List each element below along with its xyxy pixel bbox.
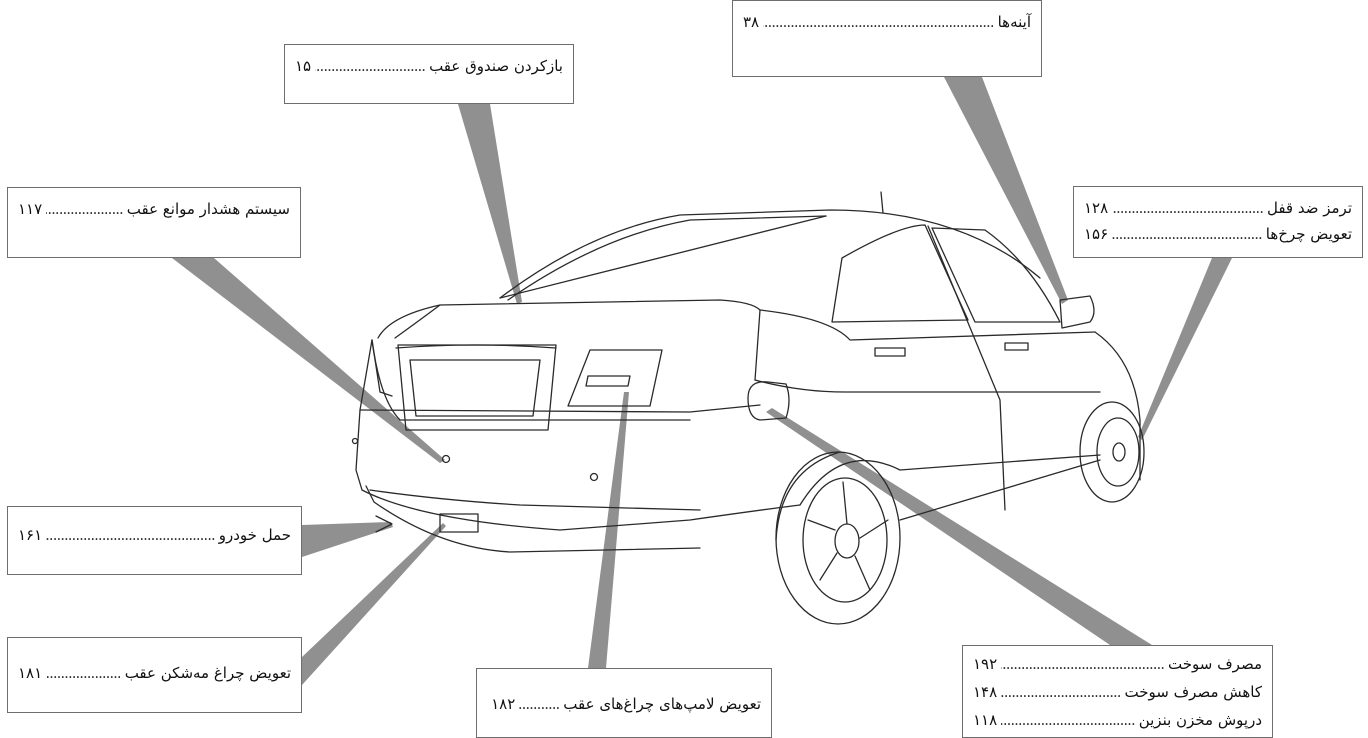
dot-leader: ........................................…: [46, 526, 215, 544]
callout-row[interactable]: تعویض چرخ‌ها ...........................…: [1084, 221, 1352, 247]
page-number: ۱۱۷: [18, 200, 43, 218]
pointer-rear-warning: [172, 258, 445, 463]
page-number: ۱۴۸: [973, 683, 998, 701]
pointer-trunk: [458, 104, 522, 304]
callout-label: تعویض چراغ مه‌شکن عقب: [124, 664, 291, 682]
pointer-towing: [302, 522, 393, 557]
callout-row[interactable]: تعویض چراغ مه‌شکن عقب ..................…: [18, 660, 291, 686]
pointer-mirrors: [944, 77, 1068, 304]
dot-leader: ........................................…: [1112, 199, 1263, 217]
page-number: ۱۸۲: [491, 695, 516, 713]
callout-label: درپوش مخزن بنزین: [1138, 711, 1262, 729]
callout-rear-fog: تعویض چراغ مه‌شکن عقب ..................…: [7, 637, 302, 713]
callout-row[interactable]: سیستم هشدار موانع عقب ..................…: [18, 196, 290, 222]
callout-label: کاهش مصرف سوخت: [1124, 683, 1262, 701]
callout-row[interactable]: آینه‌ها ................................…: [743, 9, 1031, 35]
pointer-wheels: [1138, 258, 1232, 440]
car-outline: [351, 191, 1145, 625]
dot-leader: ........................................…: [46, 664, 121, 682]
dot-leader: ........................................…: [1001, 683, 1121, 701]
callout-trunk: بازکردن صندوق عقب ......................…: [284, 44, 574, 104]
dot-leader: ........................................…: [1001, 655, 1165, 673]
dot-leader: ........................................…: [519, 695, 560, 713]
page-number: ۱۸۱: [18, 664, 43, 682]
callout-label: مصرف سوخت: [1168, 655, 1262, 673]
callout-row[interactable]: ترمز ضد قفل ............................…: [1084, 195, 1352, 221]
callout-label: ترمز ضد قفل: [1266, 199, 1352, 217]
callout-brakes-wheels: ترمز ضد قفل ............................…: [1073, 186, 1363, 258]
callout-fuel: مصرف سوخت ..............................…: [962, 645, 1273, 738]
dot-leader: ........................................…: [763, 13, 994, 31]
callout-row[interactable]: تعویض لامپ‌های چراغ‌های عقب ............…: [487, 691, 761, 717]
callout-label: سیستم هشدار موانع عقب: [126, 200, 290, 218]
page-number: ۱۵۶: [1084, 225, 1109, 243]
page-number: ۱۱۸: [973, 711, 998, 729]
callout-label: تعویض لامپ‌های چراغ‌های عقب: [563, 695, 761, 713]
page-number: ۱۲۸: [1084, 199, 1109, 217]
callout-pointers: [172, 77, 1232, 685]
callout-rear-warning: سیستم هشدار موانع عقب ..................…: [7, 187, 301, 258]
pointer-fuel: [766, 408, 1152, 645]
callout-row[interactable]: بازکردن صندوق عقب ......................…: [295, 53, 563, 79]
callout-label: حمل خودرو: [218, 526, 291, 544]
callout-label: بازکردن صندوق عقب: [429, 57, 563, 75]
callout-row[interactable]: کاهش مصرف سوخت .........................…: [973, 678, 1262, 706]
callout-towing: حمل خودرو ..............................…: [7, 506, 302, 575]
page-number: ۱۹۲: [973, 655, 998, 673]
callout-rear-lamps: تعویض لامپ‌های چراغ‌های عقب ............…: [476, 668, 772, 738]
callout-label: تعویض چرخ‌ها: [1265, 225, 1352, 243]
callout-row[interactable]: درپوش مخزن بنزین .......................…: [973, 706, 1262, 734]
pointer-fog: [302, 523, 446, 685]
dot-leader: ........................................…: [1001, 711, 1135, 729]
callout-mirrors: آینه‌ها ................................…: [732, 0, 1042, 77]
page-number: ۳۸: [743, 13, 760, 31]
page-number: ۱۵: [295, 57, 312, 75]
dot-leader: ........................................…: [46, 200, 123, 218]
callout-row[interactable]: مصرف سوخت ..............................…: [973, 650, 1262, 678]
page-number: ۱۶۱: [18, 526, 43, 544]
callout-label: آینه‌ها: [997, 13, 1031, 31]
dot-leader: ........................................…: [315, 57, 426, 75]
dot-leader: ........................................…: [1112, 225, 1262, 243]
callout-row[interactable]: حمل خودرو ..............................…: [18, 522, 291, 548]
pointer-lamps: [588, 392, 629, 668]
